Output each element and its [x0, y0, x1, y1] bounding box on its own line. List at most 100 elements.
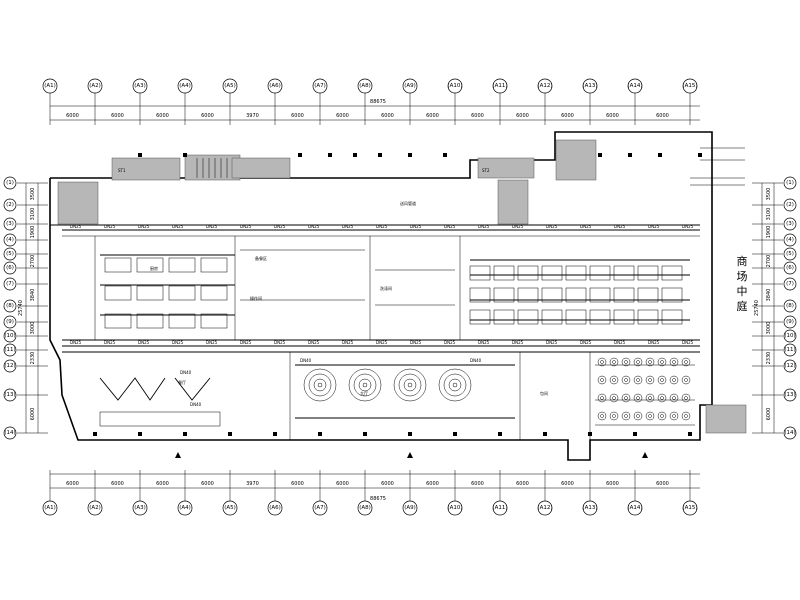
row-total-dimension: 25740 — [754, 300, 760, 316]
pipe-label: DN25 — [512, 224, 524, 229]
equipment-box — [136, 285, 164, 301]
equipment-box — [661, 287, 683, 303]
room-label-st2: ST2 — [482, 168, 490, 173]
dining-table — [645, 357, 655, 367]
axis-label: (A4) — [179, 83, 191, 89]
equipment-box — [517, 309, 539, 325]
axis-label: (10) — [4, 333, 15, 339]
ceiling-diffuser — [438, 368, 472, 402]
equipment-box — [565, 265, 587, 281]
top-axis-bubble: (A14) — [627, 78, 643, 125]
top-dimension-chain: 88675 — [50, 99, 700, 121]
bay-dimension: 3970 — [246, 113, 259, 119]
axis-label: (13) — [784, 392, 795, 398]
row-dimension: 3100 — [766, 208, 772, 221]
bar-counter — [99, 377, 221, 427]
column — [298, 153, 302, 157]
bay-dimension: 6000 — [66, 481, 79, 487]
bottom-axis-bubble: (A1) — [42, 470, 58, 516]
equipment-box — [517, 265, 539, 281]
equipment-box — [469, 309, 491, 325]
equipment-box — [661, 265, 683, 281]
top-axis-bubbles: (A1)(A2)(A3)(A4)(A5)(A6)(A7)(A8)(A9)(A10… — [42, 78, 698, 125]
axis-label: (12) — [4, 363, 15, 369]
axis-label: (A9) — [404, 505, 416, 511]
room-label-dining: 餐厅 — [178, 379, 186, 385]
structural-columns — [93, 153, 702, 436]
bay-dimension: 6000 — [381, 113, 394, 119]
ceiling-diffusers — [303, 368, 472, 402]
axis-label: (13) — [4, 392, 15, 398]
section-markers — [175, 452, 648, 458]
equipment-boxes — [104, 257, 683, 329]
dining-table — [609, 411, 619, 421]
bottom-total-dimension: 88675 — [370, 496, 386, 502]
building-outline — [49, 131, 713, 461]
pipe-label: DN25 — [512, 340, 524, 345]
dining-table — [621, 357, 631, 367]
right-axis-bubble: (2) — [752, 198, 797, 212]
room-label-st1: ST1 — [118, 168, 126, 173]
dining-table — [609, 375, 619, 385]
bay-dimension: 6000 — [336, 481, 349, 487]
column — [598, 153, 602, 157]
left-axis-bubbles: (1)(2)(3)(4)(5)(6)(7)(8)(9)(10)(11)(12)(… — [3, 176, 48, 440]
top-axis-bubble: (A5) — [222, 78, 238, 125]
equipment-box — [517, 287, 539, 303]
equipment-box — [200, 285, 228, 301]
dining-table — [597, 411, 607, 421]
pipe-label: DN25 — [478, 340, 490, 345]
left-axis-bubble: (12) — [3, 359, 48, 373]
equipment-box — [493, 309, 515, 325]
bay-dimension: 6000 — [201, 481, 214, 487]
dining-table — [621, 375, 631, 385]
dining-table — [681, 357, 691, 367]
row-dimension: 2700 — [766, 255, 772, 268]
bay-dimension: 3970 — [246, 481, 259, 487]
pipe-label: DN25 — [172, 340, 184, 345]
axis-label: (11) — [4, 347, 15, 353]
axis-label: (A15) — [682, 505, 697, 511]
bay-dimension: 6000 — [111, 481, 124, 487]
equipment-box — [589, 265, 611, 281]
pipe-label: DN25 — [172, 224, 184, 229]
column — [138, 432, 142, 436]
column — [328, 153, 332, 157]
axis-label: (14) — [4, 430, 15, 436]
column — [688, 432, 692, 436]
axis-label: (3) — [786, 221, 794, 227]
axis-label: (14) — [784, 430, 795, 436]
bottom-axis-bubble: (A5) — [222, 470, 238, 516]
equipment-box — [541, 287, 563, 303]
axis-label: (11) — [784, 347, 795, 353]
top-axis-bubble: (A3) — [132, 78, 148, 125]
column — [93, 432, 97, 436]
pipe-label: DN25 — [546, 340, 558, 345]
dining-table — [681, 411, 691, 421]
right-axis-bubble: (6) — [752, 261, 797, 275]
dining-table — [645, 375, 655, 385]
dining-table — [609, 357, 619, 367]
bay-dimension: 6000 — [156, 481, 169, 487]
axis-label: (A4) — [179, 505, 191, 511]
mall-char-2: 场 — [737, 269, 748, 283]
axis-label: (A12) — [537, 505, 552, 511]
equipment-box — [565, 309, 587, 325]
dining-table — [669, 357, 679, 367]
bay-dimension: 6000 — [656, 481, 669, 487]
pipe-label: DN25 — [104, 340, 116, 345]
axis-label: (8) — [786, 303, 794, 309]
bay-dimension: 6000 — [516, 481, 529, 487]
right-axis-bubble: (8) — [752, 299, 797, 313]
ceiling-diffuser — [348, 368, 382, 402]
row-dimension: 1900 — [766, 226, 772, 239]
left-axis-bubble: (3) — [3, 217, 48, 231]
axis-label: (5) — [6, 251, 14, 257]
pipe-label: DN25 — [274, 224, 286, 229]
axis-label: (1) — [6, 180, 14, 186]
equipment-box — [637, 309, 659, 325]
pipe-label: DN25 — [70, 224, 82, 229]
left-axis-bubble: (10) — [3, 329, 48, 343]
pipe-label: DN25 — [614, 340, 626, 345]
